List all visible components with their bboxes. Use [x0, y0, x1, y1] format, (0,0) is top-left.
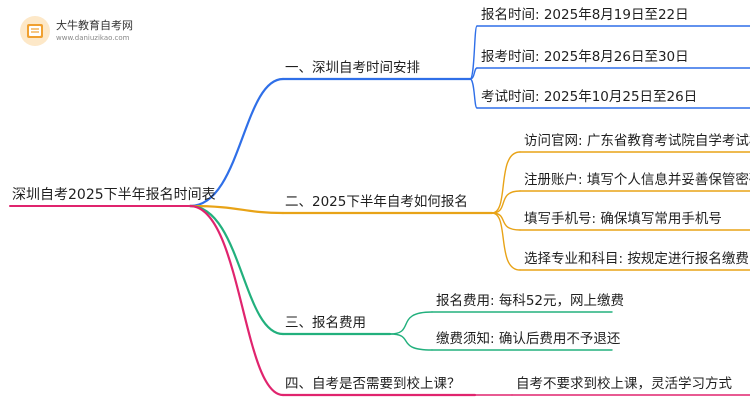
branch-connector-4: [188, 204, 285, 397]
leaf-connector-3-1: [389, 311, 433, 335]
leaf-topic-1-2: 报考时间: 2025年8月26日至30日: [481, 49, 689, 65]
leaf-connector-2-1: [491, 151, 521, 214]
leaf-topic-1-1: 报名时间: 2025年8月19日至22日: [481, 7, 689, 23]
leaf-topic-2-3: 填写手机号: 确保填写常用手机号: [524, 211, 722, 227]
leaf-connector-2-4: [491, 212, 521, 271]
branch-topic-3: 三、报名费用: [285, 315, 366, 331]
branch-topic-1: 一、深圳自考时间安排: [285, 60, 420, 76]
branch-topic-4: 四、自考是否需要到校上课？: [285, 376, 461, 392]
site-url: www.daniuzikao.com: [56, 34, 130, 42]
book-logo-icon: [20, 16, 50, 46]
leaf-topic-2-1: 访问官网: 广东省教育考试院自学考试栏目: [524, 133, 750, 149]
branch-connector-3: [188, 204, 285, 336]
leaf-connector-2-2: [491, 190, 521, 214]
leaf-topic-2-2: 注册账户: 填写个人信息并妥善保管密码: [524, 172, 750, 188]
branch-connector-2: [188, 204, 285, 215]
leaf-connector-3-2: [389, 333, 433, 351]
leaf-connector-1-3: [469, 78, 478, 109]
leaf-topic-3-2: 缴费须知: 确认后费用不予退还: [436, 331, 621, 347]
site-watermark: 大牛教育自考网 www.daniuzikao.com: [18, 14, 133, 48]
branch-topic-2: 二、2025下半年自考如何报名: [285, 194, 468, 210]
branch-connector-1: [188, 77, 285, 208]
leaf-topic-3-1: 报名费用: 每科52元，网上缴费: [436, 293, 625, 309]
site-name: 大牛教育自考网: [56, 19, 133, 32]
leaf-topic-1-3: 考试时间: 2025年10月25日至26日: [481, 89, 698, 105]
leaf-connector-1-1: [469, 25, 478, 80]
leaf-connector-2-3: [491, 212, 521, 231]
root-topic: 深圳自考2025下半年报名时间表: [12, 187, 216, 203]
leaf-topic-2-4: 选择专业和科目: 按规定进行报名缴费: [524, 251, 749, 267]
leaf-topic-4-1: 自考不要求到校上课，灵活学习方式: [516, 376, 732, 392]
